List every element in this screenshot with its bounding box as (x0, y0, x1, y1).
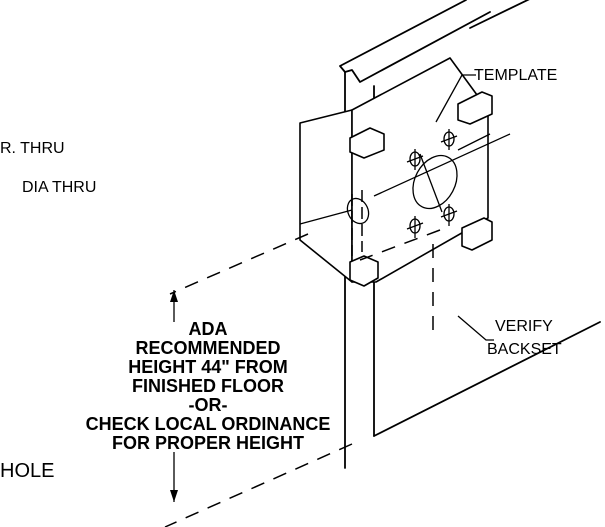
ada-height-note: ADA RECOMMENDED HEIGHT 44" FROM FINISHED… (86, 319, 331, 453)
ada-line: FOR PROPER HEIGHT (112, 433, 304, 453)
edge-bore (346, 190, 370, 256)
ada-line: -OR- (189, 395, 228, 415)
ada-line: HEIGHT 44" FROM (128, 357, 288, 377)
template-sheet (299, 57, 489, 283)
ada-line: CHECK LOCAL ORDINANCE (86, 414, 331, 434)
hole-label: HOLE (0, 460, 54, 482)
height-reference-lines (164, 229, 441, 527)
height-dimension (170, 290, 178, 502)
ada-line: ADA (189, 319, 228, 339)
mounting-hole (406, 149, 424, 170)
template-label: TEMPLATE (474, 67, 557, 84)
mounting-hole (440, 204, 458, 226)
ada-line: FINISHED FLOOR (132, 376, 284, 396)
backset-label: BACKSET (487, 341, 562, 358)
hole-centerline (299, 133, 511, 225)
verify-label: VERIFY (495, 318, 553, 335)
mounting-holes (406, 129, 458, 238)
mounting-hole (406, 216, 424, 238)
tape-tabs (349, 91, 493, 287)
dia-thru-label-1: R. THRU (0, 140, 65, 157)
mounting-hole (440, 129, 458, 150)
leaders (435, 74, 494, 341)
face-bore (412, 153, 458, 213)
dia-thru-label-2: DIA THRU (22, 179, 96, 196)
ada-line: RECOMMENDED (135, 338, 280, 358)
